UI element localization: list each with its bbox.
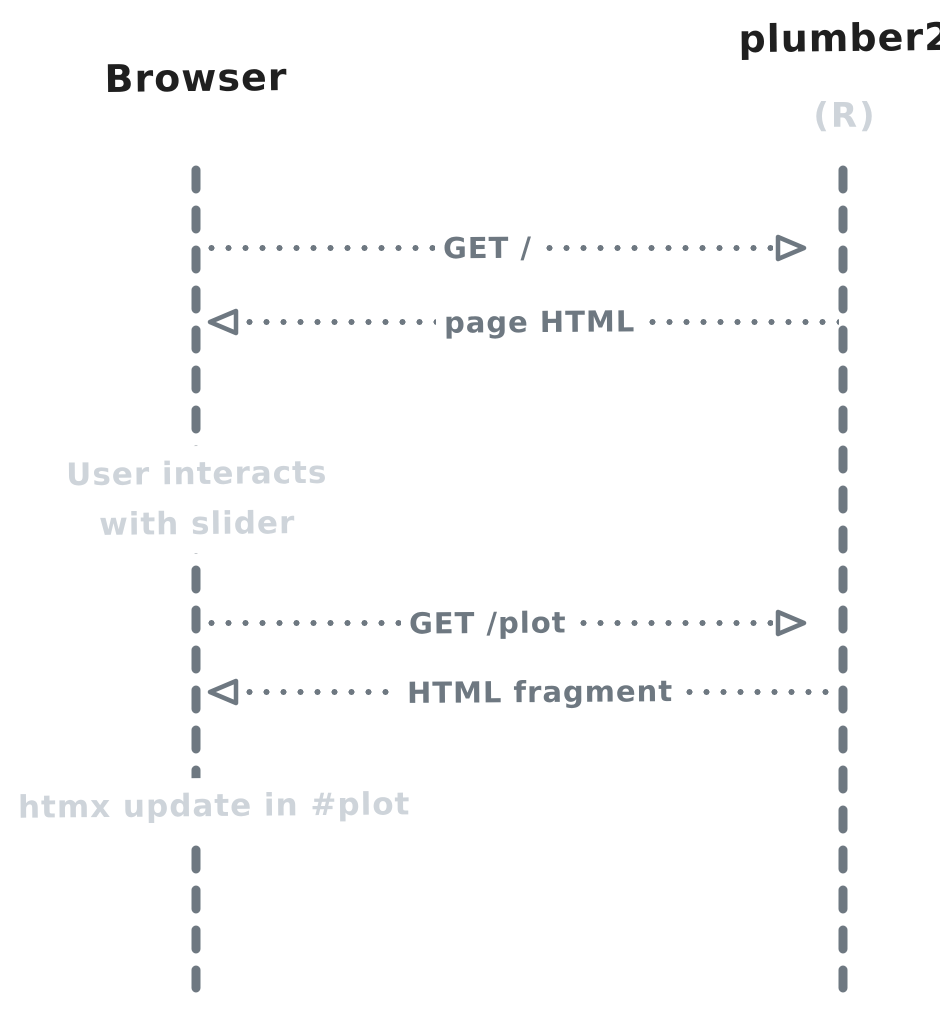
- actor-sublabel-r: (R): [813, 96, 877, 136]
- message-get-plot: GET /plot: [203, 601, 809, 645]
- message-line-segment: [203, 245, 436, 251]
- actor-label-plumber2: plumber2: [738, 14, 940, 62]
- message-label: GET /plot: [409, 605, 567, 641]
- message-line-segment: [241, 319, 437, 325]
- message-label: page HTML: [444, 304, 636, 340]
- note-htmx-update: htmx update in #plot: [13, 776, 421, 838]
- message-line-segment: [540, 245, 773, 251]
- lifeline-plumber2: [838, 165, 848, 993]
- message-page-html: page HTML: [205, 300, 839, 344]
- note-line: User interacts: [66, 454, 328, 494]
- message-get-root: GET /: [203, 226, 809, 270]
- message-line-segment: [681, 689, 840, 695]
- message-label: HTML fragment: [406, 674, 674, 710]
- message-line-segment: [643, 319, 839, 325]
- message-line-segment: [203, 620, 402, 626]
- message-line-segment: [574, 620, 774, 626]
- message-label: GET /: [443, 230, 533, 266]
- lifeline-browser: [191, 165, 201, 993]
- arrowhead-left-icon: [207, 678, 239, 706]
- note-user-interacts: User interacts with slider: [35, 444, 359, 555]
- note-line: with slider: [98, 504, 296, 543]
- message-line-segment: [241, 689, 399, 695]
- arrowhead-right-icon: [775, 609, 807, 637]
- note-line: htmx update in #plot: [17, 786, 411, 826]
- message-html-fragment: HTML fragment: [205, 670, 840, 714]
- arrowhead-left-icon: [207, 308, 239, 336]
- actor-label-browser: Browser: [104, 55, 288, 101]
- arrowhead-right-icon: [775, 234, 807, 262]
